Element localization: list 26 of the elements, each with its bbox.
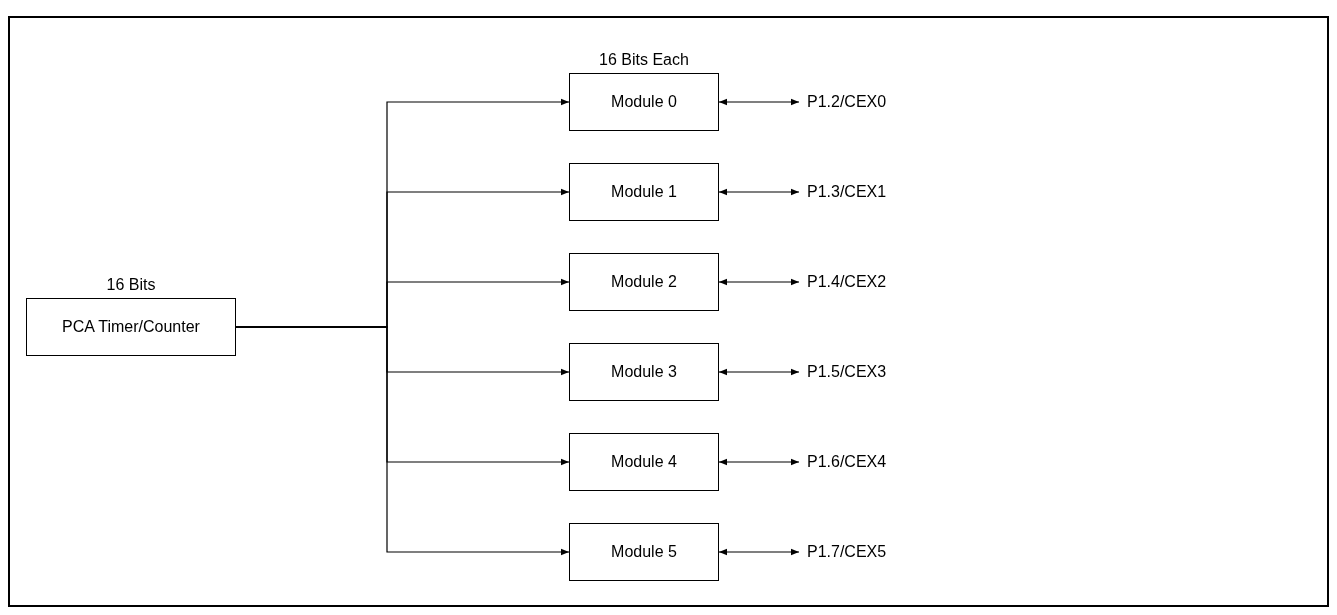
block-box <box>569 163 719 221</box>
block-label: Module 3 <box>611 362 677 382</box>
bit-width-caption: 16 Bits <box>105 275 157 295</box>
pin-name: P1.4/CEX2 <box>807 272 887 292</box>
block-label: PCA Timer/Counter <box>62 317 200 337</box>
arrow <box>718 278 800 286</box>
block-label: Module 5 <box>611 542 677 562</box>
pin-name: P1.7/CEX5 <box>807 542 887 562</box>
block-label: Module 4 <box>611 452 677 472</box>
pin-name: P1.5/CEX3 <box>807 362 887 382</box>
block-label: Module 0 <box>611 92 677 112</box>
block-label: Module 1 <box>611 182 677 202</box>
pin-name: P1.6/CEX4 <box>807 452 887 472</box>
arrow <box>718 368 800 376</box>
block-label: Module 2 <box>611 272 677 292</box>
block-box <box>569 343 719 401</box>
arrow <box>718 548 800 556</box>
arrow <box>718 458 800 466</box>
pin-name: P1.3/CEX1 <box>807 182 887 202</box>
block-box <box>569 253 719 311</box>
block-box <box>569 523 719 581</box>
pin-name: P1.2/CEX0 <box>807 92 887 112</box>
block-box <box>569 433 719 491</box>
arrow <box>718 98 800 106</box>
arrow <box>718 188 800 196</box>
bit-width-caption: 16 Bits Each <box>598 50 690 70</box>
